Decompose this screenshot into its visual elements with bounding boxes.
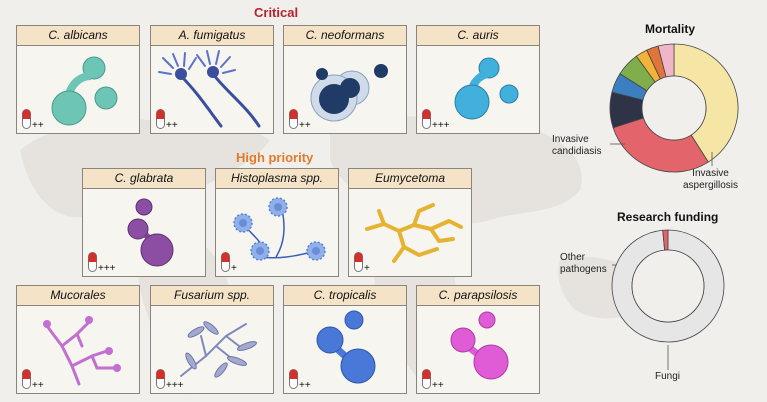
drug-capsule-icon xyxy=(22,369,31,389)
mortality-title: Mortality xyxy=(645,22,696,36)
research-funding-donut-chart xyxy=(611,229,725,343)
other-pathogens-label: Other pathogens xyxy=(560,252,607,275)
spiky-spores-icon xyxy=(233,197,326,261)
treatment-rating: + xyxy=(231,263,237,274)
treatment-rating: ++ xyxy=(432,380,444,391)
pathogen-name: Mucorales xyxy=(17,286,139,306)
funding-center xyxy=(631,249,705,323)
treatment-rating: ++ xyxy=(299,120,311,131)
pathogen-name: Fusarium spp. xyxy=(151,286,273,306)
treatment-rating: ++ xyxy=(32,380,44,391)
treatment-rating: +++ xyxy=(98,263,116,274)
pathogen-card: C. glabrata +++ xyxy=(82,168,206,277)
research-funding-title: Research funding xyxy=(617,210,719,224)
invasive-aspergillosis-label: Invasive aspergillosis xyxy=(683,168,739,191)
capsule-yeast-icon xyxy=(310,64,388,122)
pathogen-card: Histoplasma spp. + xyxy=(215,168,339,277)
yeast-cells-icon xyxy=(450,311,509,380)
pathogen-card: A. fumigatus ++ xyxy=(150,25,274,134)
drug-capsule-icon xyxy=(289,369,298,389)
treatment-rating: +++ xyxy=(166,380,184,391)
yeast-cells-icon xyxy=(316,310,376,384)
drug-capsule-icon xyxy=(354,252,363,272)
pathogen-name: Eumycetoma xyxy=(349,169,471,189)
pathogen-card: C. auris +++ xyxy=(416,25,540,134)
drug-capsule-icon xyxy=(22,109,31,129)
treatment-rating: ++ xyxy=(166,120,178,131)
pathogen-name: C. albicans xyxy=(17,26,139,46)
fungi-label: Fungi xyxy=(655,371,681,382)
pathogen-name: C. neoformans xyxy=(284,26,406,46)
yeast-cells-icon xyxy=(51,56,118,126)
drug-capsule-icon xyxy=(156,109,165,129)
mortality-center xyxy=(641,75,707,141)
conidiophore-icon xyxy=(158,50,261,128)
yeast-cells-icon xyxy=(454,57,519,120)
drug-capsule-icon xyxy=(289,109,298,129)
mortality-donut-chart xyxy=(609,43,739,173)
pathogen-card: Mucorales ++ xyxy=(16,285,140,394)
pathogen-card: C. neoformans ++ xyxy=(283,25,407,134)
macroconidia-icon xyxy=(180,321,257,378)
pathogen-name: C. auris xyxy=(417,26,539,46)
drug-capsule-icon xyxy=(88,252,97,272)
treatment-rating: +++ xyxy=(432,120,450,131)
pathogen-name: C. parapsilosis xyxy=(417,286,539,306)
pathogen-card: Fusarium spp. +++ xyxy=(150,285,274,394)
invasive-candidiasis-label: Invasive candidiasis xyxy=(552,134,602,157)
sporangia-icon xyxy=(43,316,121,386)
hyphae-network-icon xyxy=(365,203,463,263)
drug-capsule-icon xyxy=(422,369,431,389)
treatment-rating: ++ xyxy=(32,120,44,131)
pathogen-name: C. tropicalis xyxy=(284,286,406,306)
pathogen-card: C. albicans ++ xyxy=(16,25,140,134)
pathogen-card: C. parapsilosis ++ xyxy=(416,285,540,394)
yeast-cells-icon xyxy=(127,198,174,267)
drug-capsule-icon xyxy=(422,109,431,129)
drug-capsule-icon xyxy=(221,252,230,272)
pathogen-card: Eumycetoma + xyxy=(348,168,472,277)
drug-capsule-icon xyxy=(156,369,165,389)
pathogen-card: C. tropicalis ++ xyxy=(283,285,407,394)
pathogen-name: Histoplasma spp. xyxy=(216,169,338,189)
pathogen-name: C. glabrata xyxy=(83,169,205,189)
high-priority-section-title: High priority xyxy=(236,150,314,165)
pathogen-name: A. fumigatus xyxy=(151,26,273,46)
treatment-rating: ++ xyxy=(299,380,311,391)
critical-section-title: Critical xyxy=(254,5,299,20)
treatment-rating: + xyxy=(364,263,370,274)
